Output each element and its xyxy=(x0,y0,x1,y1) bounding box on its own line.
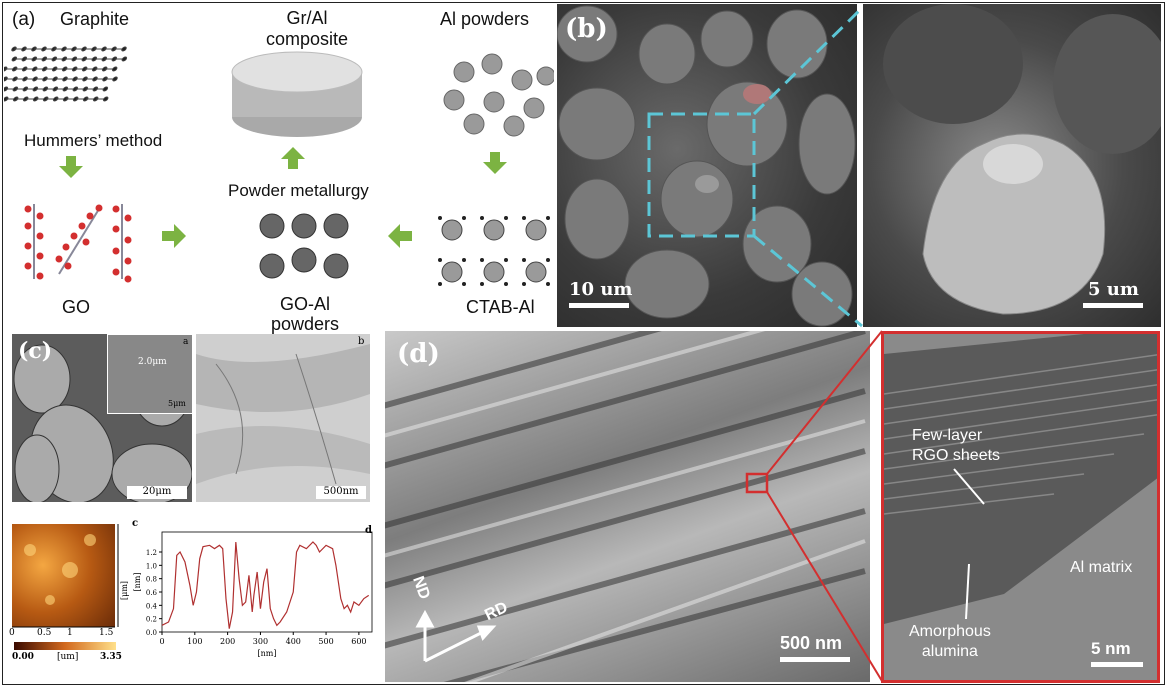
tem-grains xyxy=(385,331,866,682)
sub-a-label: a xyxy=(183,337,189,347)
x-tick-label: 0 xyxy=(159,637,164,646)
few-layer-line1: Few-layer xyxy=(912,427,983,444)
sub-c-label: c xyxy=(132,518,139,529)
inset-scale2-label: 5μm xyxy=(168,399,186,408)
panel-a-letter: (a) xyxy=(12,9,36,30)
panel-a: (a) Graphite Gr/Al composite Al powders xyxy=(4,4,554,334)
panel-b-letter: (b) xyxy=(565,14,608,44)
afm-tick: 0.5 xyxy=(37,628,52,638)
afm-y-unit: [μm] xyxy=(120,580,129,600)
scale-5um-bar xyxy=(1083,303,1143,308)
tem-sheet xyxy=(196,344,370,485)
y-tick-label: 0.8 xyxy=(146,576,157,584)
x-axis-label: [nm] xyxy=(258,649,277,658)
go-al-line1: GO-Al xyxy=(279,294,330,314)
go-al-powders-icon xyxy=(259,213,349,279)
go-label: GO xyxy=(62,297,91,317)
al-powders-label: Al powders xyxy=(440,9,530,29)
panel-c-letter: (c) xyxy=(18,338,53,364)
green-arrows xyxy=(59,147,507,248)
afm-map xyxy=(12,524,115,627)
height-profile-chart: 0 100 200 300 400 500 600 0.0 0.2 0.4 0.6 0.8 1.0 1.2… xyxy=(133,531,373,658)
x-tick-label: 600 xyxy=(351,637,366,646)
x-tick-label: 200 xyxy=(220,637,235,646)
chart-frame xyxy=(161,531,373,633)
composite-line2: composite xyxy=(265,29,349,49)
sub-b-label: b xyxy=(358,336,365,347)
zoom-dashed-lines xyxy=(752,6,864,328)
y-tick-label: 0.2 xyxy=(146,616,157,624)
scale-500nm-label: 500nm xyxy=(316,486,366,499)
amorphous-line1: Amorphous xyxy=(909,623,991,640)
hrtem-fringes xyxy=(884,334,1157,624)
y-tick-label: 1.0 xyxy=(146,562,157,570)
al-powders-icon xyxy=(443,53,554,137)
scale-5nm-bar xyxy=(1091,662,1143,667)
panel-b-sem-left: (b) 10 um xyxy=(557,4,857,327)
amorphous-line2: alumina xyxy=(921,643,978,660)
sem-inset: 2.0μm 5μm a xyxy=(107,334,192,414)
afm-tick: 1 xyxy=(67,628,73,638)
zoom-red-lines xyxy=(766,330,883,682)
y-axis-label: [nm] xyxy=(133,573,142,592)
composite-label: Gr/Al composite xyxy=(252,8,362,50)
y-tick-label: 1.2 xyxy=(146,549,157,557)
al-matrix-label: Al matrix xyxy=(1070,559,1133,576)
sub-d-label: d xyxy=(365,525,372,536)
y-tick-label: 0.6 xyxy=(146,589,158,597)
panel-d-tem-left: (d) ND RD 500 nm xyxy=(385,331,870,682)
x-tick-label: 300 xyxy=(253,637,268,646)
panel-b-sem-right: 5 um xyxy=(863,4,1161,327)
sem-particle-zoom xyxy=(883,4,1161,315)
scale-10um-label: 10 um xyxy=(569,279,633,300)
afm-axes xyxy=(12,524,119,650)
panel-d-hrtem: Few-layer RGO sheets Al matrix Amorphous… xyxy=(881,331,1160,683)
go-sheets-icon xyxy=(24,204,132,283)
inset-scale-label: 2.0μm xyxy=(138,357,167,367)
x-tick-label: 100 xyxy=(187,637,202,646)
ctab-dots xyxy=(438,216,550,286)
scale-10um-bar xyxy=(569,303,629,308)
panel-c-tem: b 500nm xyxy=(196,334,370,502)
ctab-al-icon xyxy=(441,219,547,283)
scale-5nm-label: 5 nm xyxy=(1091,639,1131,658)
y-tick-label: 0.0 xyxy=(146,629,157,637)
profile-series-line xyxy=(161,541,370,629)
amorphous-label: Amorphous alumina xyxy=(909,622,991,662)
afm-cbar-max: 3.35 xyxy=(100,652,122,662)
y-tick-label: 0.4 xyxy=(146,602,158,610)
go-al-label: GO-Al powders xyxy=(250,294,360,334)
ctab-al-label: CTAB-Al xyxy=(466,297,535,317)
composite-disc-icon xyxy=(231,51,363,137)
powder-metallurgy-label: Powder metallurgy xyxy=(228,181,369,200)
sem-particles xyxy=(557,5,856,327)
graphite-lattice-icon xyxy=(4,46,128,102)
few-layer-line2: RGO sheets xyxy=(912,447,1001,464)
few-layer-label: Few-layer RGO sheets xyxy=(912,426,1000,466)
go-al-line2: powders xyxy=(270,314,340,334)
graphite-label: Graphite xyxy=(60,9,130,29)
panel-d-letter: (d) xyxy=(397,339,440,369)
scale-5um-label: 5 um xyxy=(1088,279,1139,300)
hummers-label: Hummers’ method xyxy=(24,131,163,150)
scale-500nm-d-bar xyxy=(780,657,850,662)
afm-tick: 1.5 xyxy=(99,628,114,638)
x-tick-label: 400 xyxy=(286,637,301,646)
panel-a-schematic xyxy=(4,46,554,286)
afm-tick: 0 xyxy=(9,628,15,638)
panel-c-sem: 2.0μm 5μm a (c) 20μm xyxy=(12,334,192,502)
composite-line1: Gr/Al xyxy=(286,8,328,28)
afm-cbar-min: 0.00 xyxy=(12,652,34,662)
scale-500nm-d-label: 500 nm xyxy=(780,633,843,653)
afm-cbar-unit: [um] xyxy=(57,652,79,662)
scale-20um-label: 20μm xyxy=(127,486,187,499)
x-tick-label: 500 xyxy=(318,637,333,646)
